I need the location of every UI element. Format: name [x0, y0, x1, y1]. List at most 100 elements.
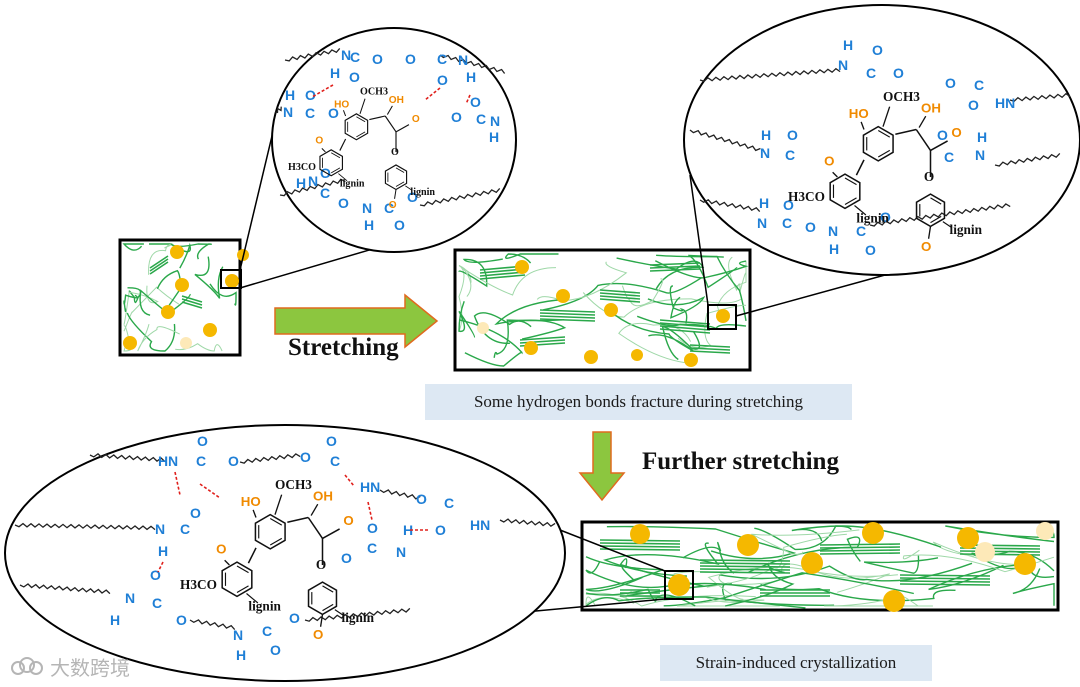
amide-hydrogen: H	[236, 647, 246, 663]
crystalline-lamella	[149, 258, 169, 272]
polymer-chain	[419, 187, 501, 207]
urethane-carbon: C	[437, 51, 447, 67]
polymer-chain	[543, 277, 702, 311]
bond	[384, 115, 397, 133]
benzene-ring-upper	[254, 513, 286, 550]
urethane-carbon: C	[152, 595, 162, 611]
urethane-carbon: C	[856, 223, 866, 239]
ring-double-bond	[356, 116, 366, 123]
aryl-ether-oxygen: O	[216, 542, 226, 557]
urethane-oxygen: O	[289, 610, 300, 626]
ring-double-bond	[395, 167, 405, 173]
bond	[860, 121, 865, 130]
urethane-oxygen: O	[176, 612, 187, 628]
hydroxyl-label: HO	[241, 494, 261, 509]
biphenyl-bond	[247, 547, 257, 564]
bond	[942, 221, 952, 228]
urethane-nitrogen: N	[155, 521, 165, 537]
bond	[854, 205, 867, 216]
polymer-chain	[279, 178, 346, 197]
bond	[915, 129, 932, 151]
polymer-chain	[194, 256, 224, 299]
crystalline-lamella	[699, 562, 791, 565]
lignin-label: lignin	[248, 599, 281, 614]
polymer-chain	[1009, 92, 1071, 103]
ring-double-bond	[330, 167, 341, 174]
urethane-carbon: C	[305, 105, 315, 121]
methoxy-label: OCH3	[360, 86, 388, 97]
ring-double-bond	[269, 517, 283, 526]
ring-double-bond	[844, 177, 857, 186]
lignin-domain	[524, 341, 538, 355]
bond	[895, 128, 917, 135]
ring-double-bond	[930, 197, 942, 205]
crystalline-lamella	[649, 265, 701, 269]
amide-hydrogen: H	[296, 175, 306, 191]
urethane-oxygen: O	[372, 51, 383, 67]
urethane-carbon: C	[350, 49, 360, 65]
aryl-ether-oxygen: O	[921, 239, 931, 254]
polymer-chain	[1012, 568, 1055, 606]
carbonyl-oxygen: O	[326, 433, 337, 449]
ring-double-bond	[236, 565, 249, 574]
ether-oxygen: O	[924, 169, 934, 184]
polymer-chain	[585, 556, 664, 592]
polymer-chain	[536, 261, 628, 301]
urethane-oxygen: O	[338, 195, 349, 211]
crystalline-lamella	[659, 319, 711, 325]
methoxy-label: H3CO	[180, 577, 217, 592]
bond	[334, 609, 344, 616]
ring-double-bond	[322, 585, 334, 593]
carbonyl-oxygen: O	[349, 69, 360, 85]
carbonyl-oxygen: O	[270, 642, 281, 658]
bond	[252, 509, 257, 518]
polymer-chain	[994, 152, 1061, 167]
bond	[395, 124, 410, 133]
polymer-chain	[656, 254, 747, 322]
crystalline-lamella	[539, 312, 596, 316]
methoxy-label: OCH3	[275, 477, 312, 492]
urethane-oxygen: O	[945, 75, 956, 91]
carbonyl-oxygen: O	[872, 42, 883, 58]
hydrogen-bond	[367, 501, 373, 521]
polymer-chain	[607, 308, 694, 352]
hydrogen-bond	[465, 94, 471, 105]
ester-oxygen: O	[451, 109, 462, 125]
benzene-ring-left	[221, 561, 253, 598]
aryl-ether-oxygen: O	[313, 627, 323, 642]
watermark-text: 大数跨境	[50, 656, 130, 680]
polymer-chain	[148, 243, 174, 275]
hydroxyl-label: HO	[849, 106, 869, 121]
polymer-chain	[585, 561, 766, 591]
urethane-nitrogen: N	[362, 200, 372, 216]
methoxy-label: H3CO	[788, 189, 825, 204]
carbonyl-oxygen: O	[470, 94, 481, 110]
crystalline-lamella	[149, 261, 169, 275]
polymer-chain	[699, 198, 761, 213]
urethane-nitrogen: N	[125, 590, 135, 606]
lignin-domain	[477, 322, 489, 334]
urethane-oxygen: O	[405, 51, 416, 67]
ring-double-bond	[269, 537, 283, 546]
crystalline-lamella	[181, 301, 203, 309]
amide-hydrogen: H	[829, 241, 839, 257]
polymer-chain	[669, 285, 688, 324]
bond	[386, 105, 393, 115]
crystalline-lamella	[599, 548, 681, 551]
polymer-chain	[585, 596, 806, 609]
urethane-nitrogen: N	[341, 47, 351, 63]
carbonyl-oxygen: O	[394, 217, 405, 233]
bond	[882, 106, 891, 127]
polymer-chain	[616, 257, 705, 290]
crystalline-lamella	[699, 565, 791, 568]
urethane-oxygen: O	[228, 453, 239, 469]
lignin-domain	[175, 278, 189, 292]
urethane-carbon: C	[330, 453, 340, 469]
urethane-carbon: C	[785, 147, 795, 163]
zoom-square-crystallized	[664, 570, 694, 600]
polymer-chain	[458, 319, 523, 367]
bond	[338, 173, 348, 182]
